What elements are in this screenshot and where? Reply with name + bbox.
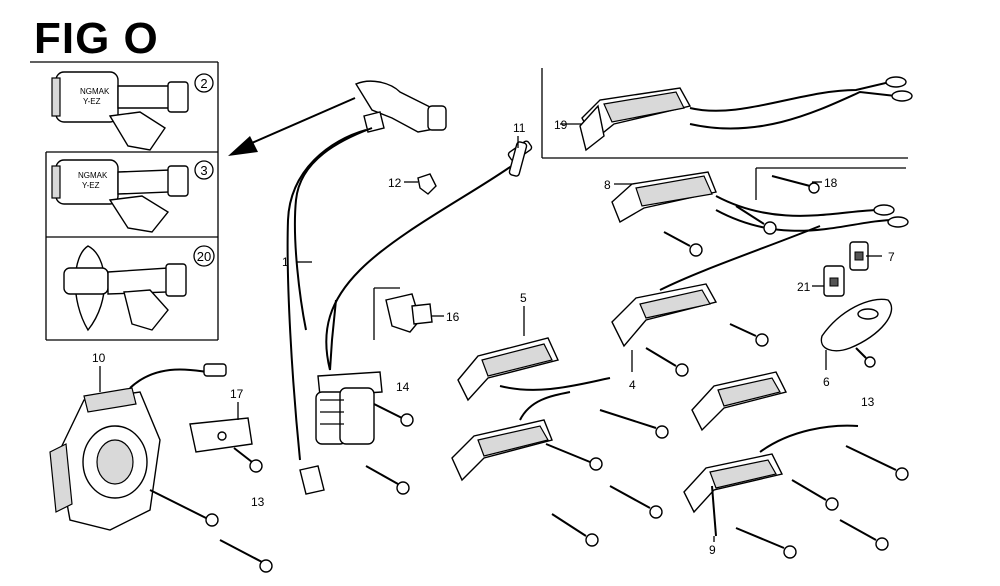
boot-1-text-a: NGMAK (80, 87, 110, 96)
label-5: 5 (520, 291, 527, 305)
label-8: 8 (604, 178, 611, 192)
label-19: 19 (554, 118, 568, 132)
part-7-grommet (849, 241, 869, 271)
label-18: 18 (824, 176, 838, 190)
svg-text:2: 2 (200, 76, 207, 91)
label-21: 21 (797, 280, 811, 294)
part-18-bolt (755, 167, 906, 200)
leader-lines (99, 123, 882, 542)
ignition-coil-center (299, 299, 383, 495)
label-10: 10 (92, 351, 106, 365)
label-6: 6 (823, 375, 830, 389)
part-5-lighting-coil (457, 337, 611, 402)
part-19-exciter-coil (541, 68, 913, 159)
callout-20: 20 (193, 245, 215, 267)
part-21-grommet (823, 265, 845, 297)
label-7: 7 (888, 250, 895, 264)
part-8-charge-coil (611, 171, 909, 232)
boot-2-text-b: Y-EZ (82, 181, 100, 190)
boot-2-text-a: NGMAK (78, 171, 108, 180)
svg-text:3: 3 (200, 163, 207, 178)
boot-inset-frame (30, 61, 219, 341)
callout-3: 3 (194, 160, 214, 180)
part-10-stator-assembly (49, 363, 227, 531)
plug-boot-variant-3 (63, 245, 187, 332)
figure-title: FIG O (34, 14, 159, 63)
coil-lower-left (451, 391, 571, 482)
label-1: 1 (282, 255, 289, 269)
part-number-labels: 1 4 5 6 7 8 9 10 11 12 13 13 14 16 17 18… (92, 118, 895, 557)
label-12: 12 (388, 176, 402, 190)
label-17: 17 (230, 387, 244, 401)
plug-boot-variant-2: NGMAK Y-EZ (51, 159, 189, 233)
plug-boot-variant-1: NGMAK Y-EZ (51, 71, 189, 151)
callout-2: 2 (194, 73, 214, 93)
boot-1-text-b: Y-EZ (83, 97, 101, 106)
label-11: 11 (513, 121, 526, 135)
bolts (149, 205, 909, 573)
label-16: 16 (446, 310, 460, 324)
part-9-charge-coil (683, 424, 859, 514)
part-4-lighting-coil (611, 225, 821, 348)
part-11-wire-terminal (508, 141, 528, 177)
label-9: 9 (709, 543, 716, 557)
label-14: 14 (396, 380, 410, 394)
label-4: 4 (629, 378, 636, 392)
part-6-cover-plate (820, 298, 893, 352)
label-13-left: 13 (251, 495, 265, 509)
reference-arrow (228, 97, 356, 156)
part-17-bracket (189, 417, 253, 453)
part-16-clamp (373, 287, 433, 340)
svg-text:20: 20 (197, 249, 211, 264)
label-13-right: 13 (861, 395, 875, 409)
part-12-clip (417, 173, 437, 195)
part-1-high-tension-lead (286, 80, 533, 461)
coil-right-middle (691, 371, 788, 432)
